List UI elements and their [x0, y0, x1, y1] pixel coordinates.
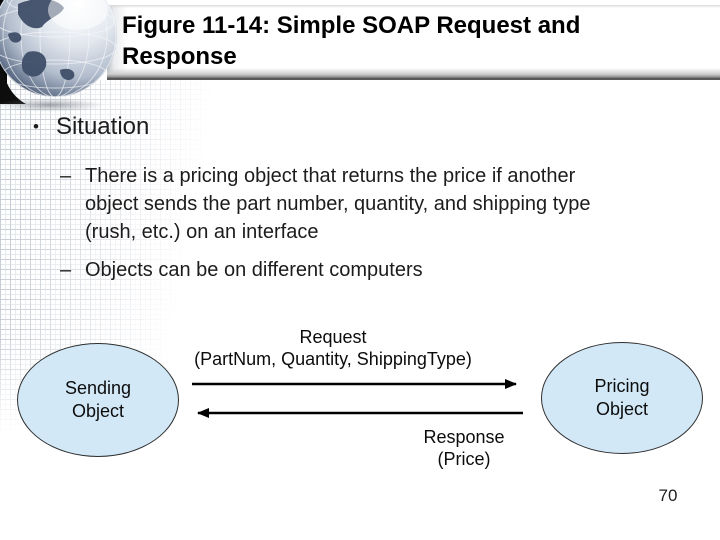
sub-bullet-line: object sends the part number, quantity, … [85, 193, 591, 215]
globe-icon [0, 0, 125, 115]
bullet-icon: • [33, 117, 39, 136]
sending-object-label-line2: Object [71, 401, 125, 421]
request-label-title: Request [299, 327, 367, 347]
sending-object-node: Sending Object [17, 343, 179, 457]
request-label: Request (PartNum, Quantity, ShippingType… [175, 326, 491, 370]
sub-bullet-pricing-object-text: There is a pricing object that returns t… [85, 162, 591, 246]
sub-bullet-line: (rush, etc.) on an interface [85, 221, 319, 243]
response-label-params: (Price) [437, 449, 491, 469]
sending-object-label-line1: Sending [64, 378, 132, 398]
page-number: 70 [658, 486, 678, 505]
request-label-params: (PartNum, Quantity, ShippingType) [194, 349, 472, 369]
response-label-title: Response [423, 427, 505, 447]
banner-underline [107, 68, 720, 80]
response-label: Response (Price) [398, 426, 530, 470]
pricing-object-label-line1: Pricing [594, 376, 650, 396]
pricing-object-label-line2: Object [595, 399, 649, 419]
background-pattern [0, 80, 240, 440]
bullet-situation-label: Situation [55, 113, 150, 140]
sub-bullet-pricing-object: – There is a pricing object that returns… [60, 162, 591, 246]
pricing-object-node: Pricing Object [541, 342, 703, 454]
sub-bullet-different-computers-text: Objects can be on different computers [85, 259, 423, 281]
page-title: Figure 11-14: Simple SOAP Request and Re… [122, 12, 581, 70]
bullet-situation: • Situation [33, 113, 149, 141]
title-banner: Figure 11-14: Simple SOAP Request and Re… [107, 5, 720, 80]
dash-marker: – [60, 259, 72, 281]
sub-bullet-line: There is a pricing object that returns t… [85, 165, 576, 187]
sub-bullet-different-computers: – Objects can be on different computers [60, 256, 423, 284]
dash-marker: – [60, 165, 72, 187]
